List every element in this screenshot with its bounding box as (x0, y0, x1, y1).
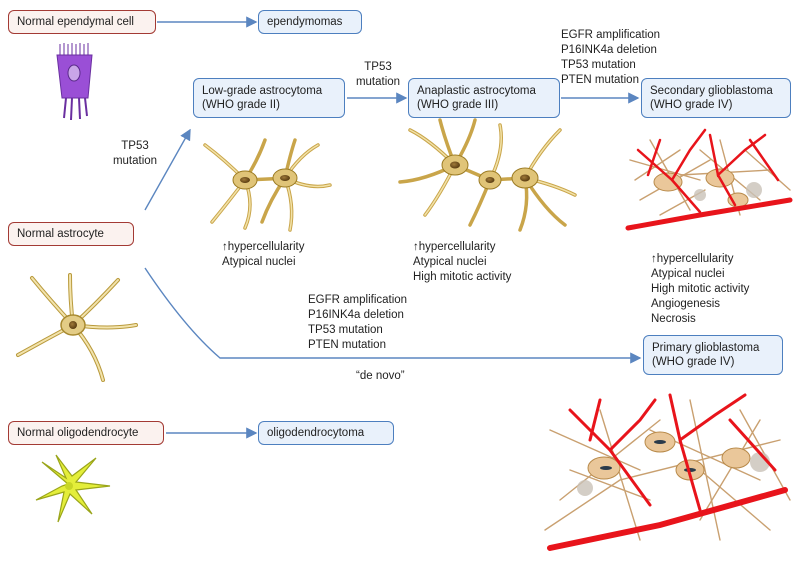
transition-line: mutation (355, 76, 401, 88)
low-grade-astrocytoma-title: Low-grade astrocytoma (202, 85, 323, 97)
normal-oligodendrocyte-label: Normal oligodendrocyte (17, 427, 139, 439)
anaplastic-astrocytoma-title: Anaplastic astrocytoma (417, 85, 536, 97)
secondary-glioblastoma-grade: (WHO grade IV) (650, 99, 733, 111)
ependymomas-box: ependymomas (258, 10, 362, 34)
ependymomas-label: ependymomas (267, 16, 343, 28)
transition-line: TP53 mutation (561, 59, 636, 71)
normal-ependymal-cell-label: Normal ependymal cell (17, 16, 134, 28)
secondary-glioblastoma-box: Secondary glioblastoma (WHO grade IV) (641, 78, 791, 118)
normal-ependymal-cell-box: Normal ependymal cell (8, 10, 156, 34)
anaplastic-astrocytoma-box: Anaplastic astrocytoma (WHO grade III) (408, 78, 560, 118)
feature-item: Angiogenesis (651, 298, 721, 310)
transition-astrocyte-to-low-grade: TP53 mutation (100, 139, 170, 169)
feature-item: ↑hypercellularity (413, 241, 496, 253)
transition-line: mutation (112, 155, 158, 167)
feature-item: High mitotic activity (651, 283, 750, 295)
normal-astrocyte-box: Normal astrocyte (8, 222, 134, 246)
feature-item: Atypical nuclei (222, 256, 296, 268)
transition-low-to-anaplastic: TP53 mutation (346, 60, 410, 90)
primary-glioblastoma-grade: (WHO grade IV) (652, 356, 735, 368)
low-grade-astrocytoma-illustration (203, 138, 332, 232)
transition-line: P16INK4a deletion (308, 309, 404, 321)
low-grade-features: ↑hypercellularity Atypical nuclei (222, 240, 304, 270)
transition-anaplastic-to-secondary: EGFR amplification P16INK4a deletion TP5… (561, 28, 660, 88)
transition-line: P16INK4a deletion (561, 44, 657, 56)
anaplastic-astrocytoma-grade: (WHO grade III) (417, 99, 499, 111)
feature-item: Atypical nuclei (651, 268, 725, 280)
anaplastic-astrocytoma-illustration (398, 118, 577, 232)
glioblastoma-features: ↑hypercellularity Atypical nuclei High m… (651, 252, 749, 327)
oligodendrocytoma-label: oligodendrocytoma (267, 427, 365, 439)
normal-astrocyte-label: Normal astrocyte (17, 228, 104, 240)
oligodendrocyte-illustration (35, 454, 111, 523)
transition-line: TP53 mutation (308, 324, 383, 336)
transition-line: PTEN mutation (308, 339, 386, 351)
transition-line: EGFR amplification (561, 29, 661, 41)
arrow-astrocyte-to-primary (144, 267, 642, 364)
low-grade-astrocytoma-box: Low-grade astrocytoma (WHO grade II) (193, 78, 345, 118)
feature-item: Necrosis (651, 313, 696, 325)
anaplastic-features: ↑hypercellularity Atypical nuclei High m… (413, 240, 511, 285)
low-grade-astrocytoma-grade: (WHO grade II) (202, 99, 280, 111)
normal-oligodendrocyte-box: Normal oligodendrocyte (8, 421, 164, 445)
feature-item: High mitotic activity (413, 271, 512, 283)
feature-item: Atypical nuclei (413, 256, 487, 268)
secondary-glioblastoma-illustration (625, 128, 793, 231)
feature-item: ↑hypercellularity (651, 253, 734, 265)
transition-line: EGFR amplification (308, 294, 408, 306)
secondary-glioblastoma-title: Secondary glioblastoma (650, 85, 773, 97)
transition-line: TP53 (121, 140, 149, 152)
transition-line: PTEN mutation (561, 74, 639, 86)
primary-glioblastoma-illustration (544, 393, 791, 551)
primary-glioblastoma-box: Primary glioblastoma (WHO grade IV) (643, 335, 783, 375)
transition-astrocyte-to-primary: EGFR amplification P16INK4a deletion TP5… (308, 293, 407, 353)
oligodendrocytoma-box: oligodendrocytoma (258, 421, 394, 445)
transition-line: TP53 (364, 61, 392, 73)
primary-glioblastoma-title: Primary glioblastoma (652, 342, 760, 354)
ependymal-cell-illustration (56, 43, 93, 121)
feature-item: ↑hypercellularity (222, 241, 305, 253)
normal-astrocyte-illustration (16, 273, 138, 382)
de-novo-label: “de novo” (356, 370, 405, 382)
arrow-astrocyte-to-low-grade (144, 128, 191, 211)
